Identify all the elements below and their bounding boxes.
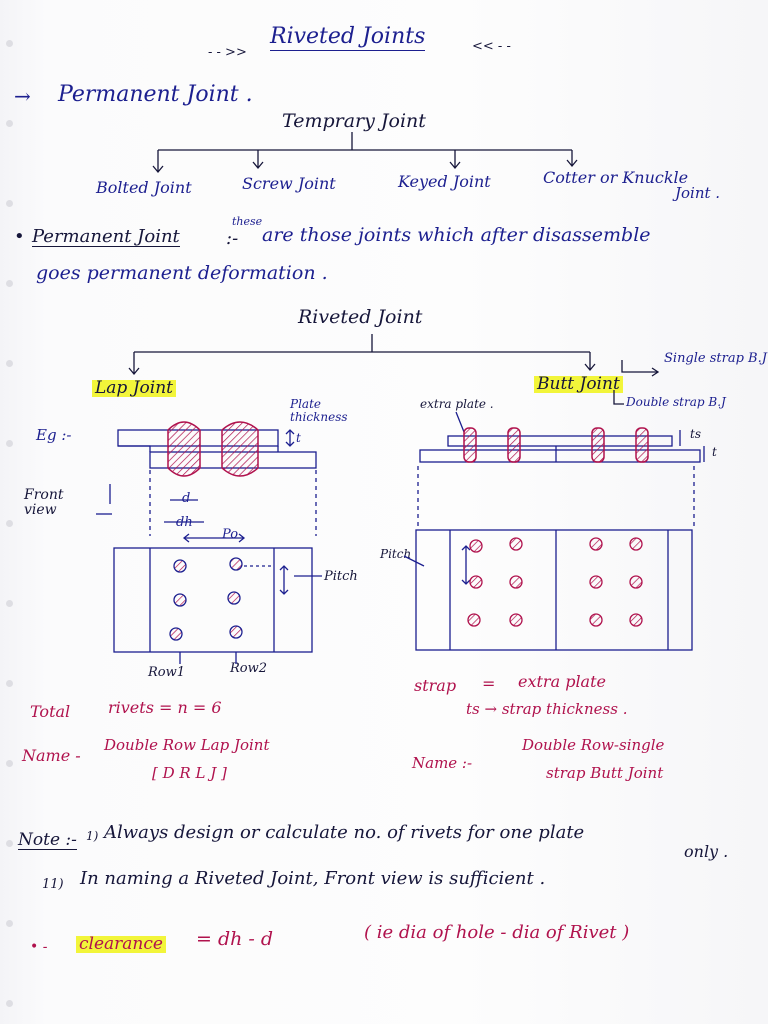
clearance-explanation: ( ie dia of hole - dia of Rivet ) bbox=[364, 922, 630, 943]
binder-holes bbox=[6, 0, 18, 1024]
lap-pitch-label: Pitch bbox=[324, 569, 358, 584]
note-label: Note :- bbox=[18, 830, 77, 850]
butt-name-label: Name :- bbox=[412, 754, 473, 772]
note1-num: 1) bbox=[86, 829, 99, 843]
definition-term: Permanent Joint bbox=[32, 226, 180, 247]
note2-num: 11) bbox=[42, 877, 64, 892]
lap-name-value: Double Row Lap Joint bbox=[104, 736, 270, 754]
temp-type-cotter: Cotter or Knuckle bbox=[543, 168, 689, 187]
ts-line: ts → strap thickness . bbox=[466, 700, 628, 718]
butt-t-label: t bbox=[712, 445, 717, 459]
definition-line1: are those joints which after disassemble bbox=[262, 224, 651, 246]
eg-label: Eg :- bbox=[36, 426, 72, 444]
definition-insert: these bbox=[232, 215, 263, 228]
clearance-term: clearance bbox=[76, 936, 166, 953]
temp-type-cotter-cont: Joint . bbox=[675, 184, 721, 202]
lap-joint-label: Lap Joint bbox=[92, 380, 176, 397]
lap-t-label: t bbox=[296, 431, 301, 445]
note1-text: Always design or calculate no. of rivets… bbox=[104, 822, 585, 843]
lap-rivets-side bbox=[167, 421, 259, 477]
butt-pitch-label: Pitch bbox=[380, 547, 412, 561]
butt-name-line1: Double Row-single bbox=[522, 736, 665, 754]
temporary-tree-lines bbox=[152, 132, 578, 174]
definition-line2: goes permanent deformation . bbox=[36, 262, 328, 284]
butt-rivets-top bbox=[467, 537, 643, 627]
butt-type-single: Single strap B.J bbox=[664, 351, 767, 366]
note1-end: only . bbox=[684, 842, 729, 861]
plate-thickness-label: Plate thickness bbox=[290, 397, 348, 425]
lap-d-label: d bbox=[182, 491, 191, 506]
butt-ts-label: ts bbox=[690, 427, 701, 441]
note2-text: In naming a Riveted Joint, Front view is… bbox=[80, 868, 546, 889]
lap-side-view bbox=[96, 429, 317, 543]
lap-name-abbr: [ D R L J ] bbox=[152, 764, 227, 782]
butt-rivets-side bbox=[463, 427, 649, 463]
temp-type-keyed: Keyed Joint bbox=[398, 172, 491, 191]
section-arrow: → bbox=[14, 84, 31, 108]
permanent-joint-heading: Permanent Joint . bbox=[58, 82, 253, 107]
lap-top-view bbox=[113, 547, 322, 664]
total-label: Total bbox=[30, 702, 71, 721]
lap-rivets-top bbox=[169, 557, 243, 641]
butt-joint-label: Butt Joint bbox=[534, 376, 623, 393]
total-rivets-eq: rivets = n = 6 bbox=[108, 698, 222, 717]
lap-name-label: Name - bbox=[22, 746, 81, 765]
strap-eq: = bbox=[482, 674, 496, 693]
strap-label: strap bbox=[414, 676, 457, 695]
clearance-bullet: • - bbox=[30, 939, 48, 955]
definition-bullet: • bbox=[14, 226, 25, 247]
definition-sep: :- bbox=[226, 228, 239, 249]
title-arrow-right: << - - bbox=[472, 39, 511, 54]
row1-label: Row1 bbox=[148, 665, 186, 680]
riveted-tree-lines bbox=[128, 334, 660, 405]
page-title: Riveted Joints bbox=[270, 24, 426, 51]
clearance-formula: = dh - d bbox=[196, 928, 274, 950]
front-view-label: Front view bbox=[24, 487, 64, 519]
butt-type-double: Double strap B.J bbox=[626, 395, 726, 409]
temp-type-bolted: Bolted Joint bbox=[96, 178, 192, 197]
butt-top-view bbox=[403, 529, 693, 651]
row2-label: Row2 bbox=[230, 661, 268, 676]
title-arrow-left: - - >> bbox=[208, 45, 247, 60]
strap-value: extra plate bbox=[518, 672, 606, 691]
butt-name-line2: strap Butt Joint bbox=[546, 764, 664, 782]
riveted-joint-heading: Riveted Joint bbox=[298, 306, 423, 328]
extra-plate-label: extra plate . bbox=[420, 397, 494, 411]
butt-side-view bbox=[417, 411, 705, 530]
temp-type-screw: Screw Joint bbox=[242, 174, 336, 193]
temporary-joint-heading: Temprary Joint bbox=[282, 110, 426, 132]
